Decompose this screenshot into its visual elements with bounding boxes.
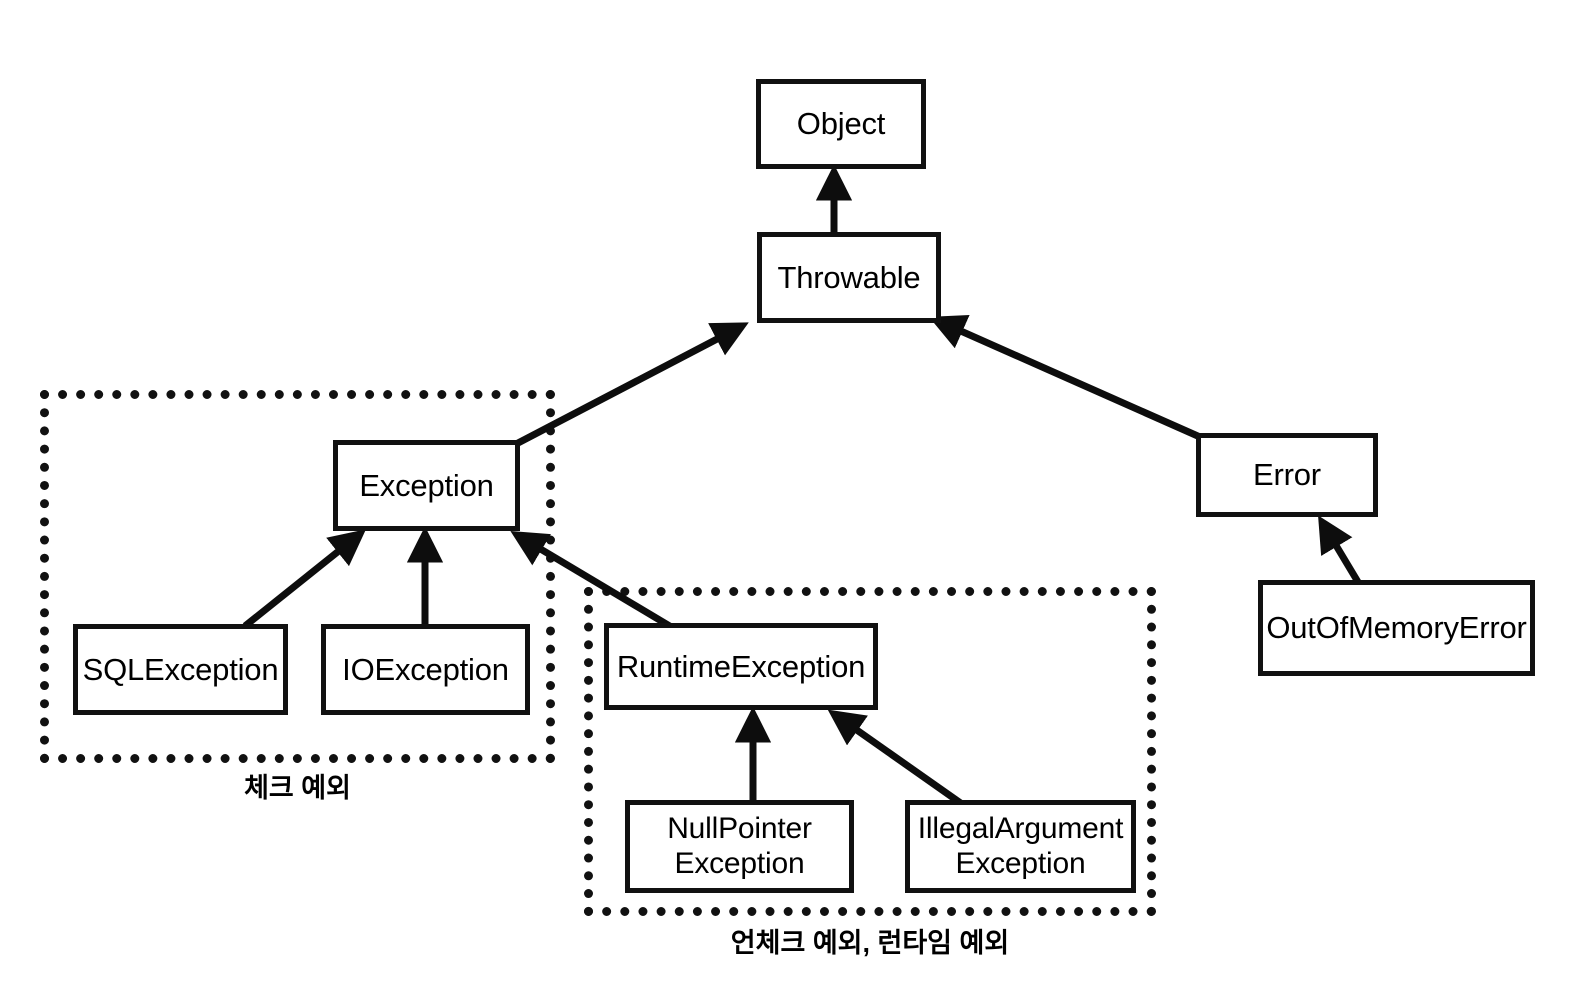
class-box-illegalargumentexception[interactable]: IllegalArgument Exception — [905, 800, 1136, 893]
class-box-outofmemoryerror[interactable]: OutOfMemoryError — [1258, 580, 1535, 676]
class-box-ioexception[interactable]: IOException — [321, 624, 530, 715]
class-box-runtimeexception[interactable]: RuntimeException — [604, 623, 878, 710]
class-label-exception: Exception — [359, 467, 494, 503]
class-label-runtimeexception: RuntimeException — [616, 648, 866, 684]
class-label-ioexception: IOException — [342, 651, 509, 687]
class-box-exception[interactable]: Exception — [333, 440, 520, 531]
class-box-object[interactable]: Object — [756, 79, 926, 169]
class-label-nullpointerexception: NullPointer Exception — [667, 811, 812, 880]
class-label-sqlexception: SQLException — [82, 651, 279, 687]
group-caption-checked: 체크 예외 — [244, 773, 351, 803]
class-box-throwable[interactable]: Throwable — [757, 232, 941, 323]
class-label-outofmemoryerror: OutOfMemoryError — [1266, 610, 1527, 646]
edge-outofmemoryerror-to-error — [1318, 515, 1362, 584]
class-box-error[interactable]: Error — [1196, 433, 1378, 517]
class-box-nullpointerexception[interactable]: NullPointer Exception — [625, 800, 854, 893]
edge-error-to-throwable — [928, 314, 1202, 441]
group-unchecked-exception — [584, 587, 1156, 916]
class-label-error: Error — [1253, 457, 1321, 493]
class-label-illegalargumentexception: IllegalArgument Exception — [917, 811, 1124, 880]
class-label-throwable: Throwable — [777, 259, 921, 295]
class-label-object: Object — [796, 106, 886, 142]
group-caption-unchecked: 언체크 예외, 런타임 예외 — [730, 928, 1010, 958]
class-box-sqlexception[interactable]: SQLException — [73, 624, 288, 715]
